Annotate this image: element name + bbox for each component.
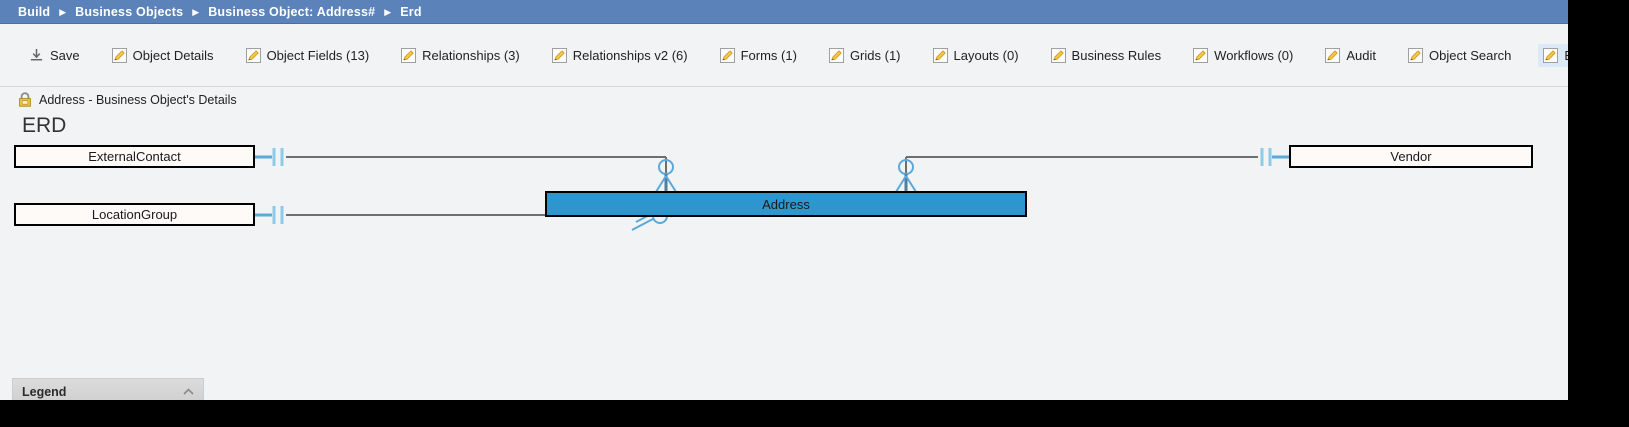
toolbar-label: Relationships v2 (6) [572, 48, 688, 63]
erd-connectors [255, 148, 1289, 231]
bottom-letterbox [0, 400, 1629, 427]
breadcrumb-item-business-object-address[interactable]: Business Object: Address# [208, 4, 376, 19]
toolbar-item-forms[interactable]: Forms (1) [715, 44, 802, 67]
toolbar-item-relationships-v2[interactable]: Relationships v2 (6) [547, 44, 693, 67]
subheader-text: Address - Business Object's Details [39, 92, 237, 107]
page-content: Build ▶ Business Objects ▶ Business Obje… [0, 0, 1568, 400]
erd-entity-label: LocationGroup [91, 207, 178, 222]
toolbar-item-layouts[interactable]: Layouts (0) [928, 44, 1024, 67]
pencil-icon [1408, 48, 1424, 63]
breadcrumb-item-business-objects[interactable]: Business Objects [75, 4, 184, 19]
erd-entity-address[interactable]: Address [545, 191, 1027, 217]
erd-entity-locationgroup[interactable]: LocationGroup [14, 203, 255, 226]
breadcrumb-separator-icon: ▶ [384, 7, 392, 17]
save-icon [29, 48, 44, 63]
erd-entity-label: ExternalContact [88, 149, 181, 164]
legend-header[interactable]: Legend [13, 379, 203, 400]
toolbar-label: Grids (1) [849, 48, 901, 63]
pencil-icon [245, 48, 261, 63]
erd-entity-label: Address [762, 196, 810, 212]
erd-entity-vendor[interactable]: Vendor [1289, 145, 1533, 168]
breadcrumb-separator-icon: ▶ [192, 7, 200, 17]
toolbar-item-erd[interactable]: ERD [1538, 44, 1568, 67]
pencil-icon [1543, 48, 1559, 63]
toolbar-item-grids[interactable]: Grids (1) [824, 44, 906, 67]
toolbar-label: Save [50, 48, 80, 63]
toolbar-item-business-rules[interactable]: Business Rules [1046, 44, 1167, 67]
pencil-icon [111, 48, 127, 63]
toolbar-label: Object Fields (13) [266, 48, 370, 63]
pencil-icon [828, 48, 844, 63]
legend-title: Legend [22, 384, 67, 399]
toolbar-item-object-search[interactable]: Object Search [1403, 44, 1516, 67]
pencil-icon [719, 48, 735, 63]
chevron-up-icon[interactable] [183, 387, 194, 396]
pencil-icon [932, 48, 948, 63]
toolbar-label: Object Search [1429, 48, 1512, 63]
toolbar-item-save[interactable]: Save [24, 44, 85, 67]
toolbar-label: Business Rules [1071, 48, 1162, 63]
pencil-icon [1193, 48, 1209, 63]
toolbar-item-object-details[interactable]: Object Details [107, 44, 219, 67]
toolbar-item-audit[interactable]: Audit [1320, 44, 1381, 67]
toolbar-item-object-fields[interactable]: Object Fields (13) [241, 44, 375, 67]
erd-entity-label: Vendor [1390, 149, 1432, 164]
toolbar-label: Audit [1346, 48, 1377, 63]
object-details-subheader: Address - Business Object's Details [18, 92, 237, 107]
toolbar-label: Object Details [132, 48, 214, 63]
pencil-icon [1050, 48, 1066, 63]
relationship-vendor-address [893, 148, 1289, 196]
breadcrumb-separator-icon: ▶ [59, 7, 67, 17]
toolbar-item-workflows[interactable]: Workflows (0) [1188, 44, 1298, 67]
page-title: ERD [22, 114, 67, 137]
lock-icon [18, 92, 32, 107]
breadcrumb-item-erd: Erd [400, 4, 422, 19]
toolbar-label: Relationships (3) [422, 48, 520, 63]
toolbar-label: Layouts (0) [953, 48, 1019, 63]
toolbar-item-relationships[interactable]: Relationships (3) [396, 44, 525, 67]
pencil-icon [401, 48, 417, 63]
breadcrumb-bar: Build ▶ Business Objects ▶ Business Obje… [0, 0, 1568, 24]
breadcrumb-item-build[interactable]: Build [18, 4, 51, 19]
pencil-icon [551, 48, 567, 63]
toolbar: Save Object Details [0, 25, 1568, 87]
relationship-externalcontact-address [255, 148, 679, 196]
legend-panel: Legend [12, 378, 204, 400]
erd-diagram-canvas[interactable]: ExternalContact LocationGroup Address Ve… [0, 140, 1568, 400]
toolbar-label: Workflows (0) [1214, 48, 1294, 63]
pencil-icon [1325, 48, 1341, 63]
erd-entity-externalcontact[interactable]: ExternalContact [14, 145, 255, 168]
toolbar-label: Forms (1) [740, 48, 797, 63]
toolbar-label: ERD [1564, 48, 1568, 63]
